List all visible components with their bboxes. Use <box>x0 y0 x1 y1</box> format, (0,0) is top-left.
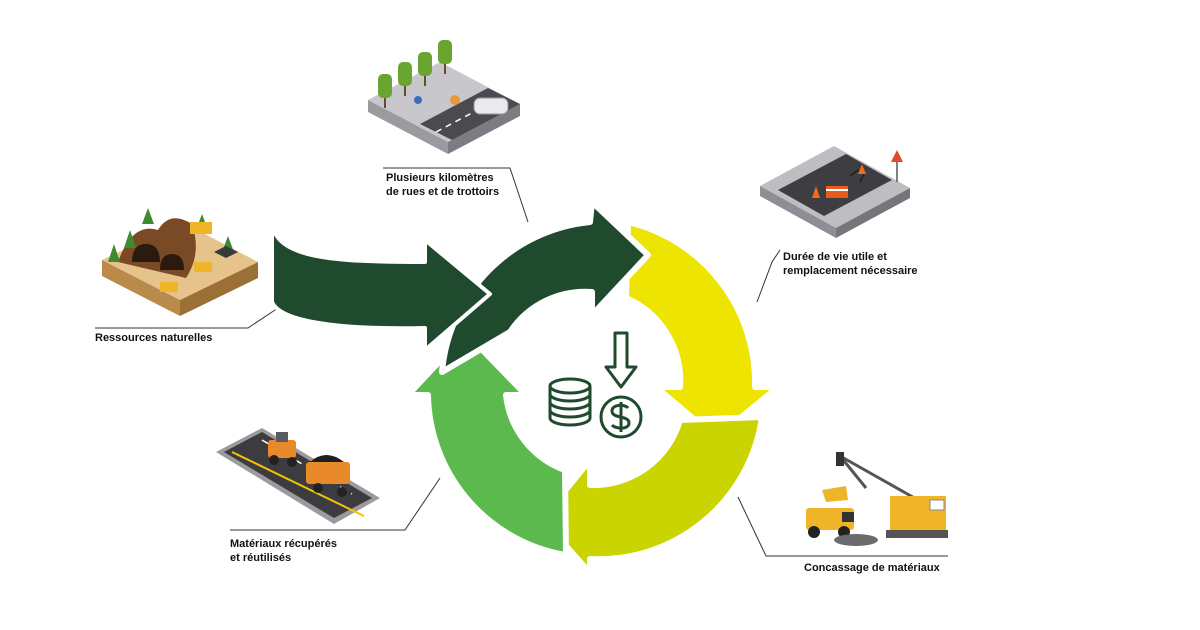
crushing-label: Concassage de matériaux <box>804 561 940 575</box>
recovered-materials-illustration <box>216 428 380 524</box>
streets-label: Plusieurs kilomètres de rues et de trott… <box>386 171 499 199</box>
crushing-illustration <box>806 452 948 546</box>
crushing-label-text: Concassage de matériaux <box>804 562 940 574</box>
dollar-coin-icon <box>599 395 643 439</box>
callout-line-streets <box>383 167 529 223</box>
natural-resources-illustration <box>102 208 258 316</box>
streets-illustration <box>368 40 520 154</box>
lifespan-label-line2: remplacement nécessaire <box>783 265 918 277</box>
recovered-label-line1: Matériaux récupérés <box>230 538 337 550</box>
streets-label-line2: de rues et de trottoirs <box>386 186 500 198</box>
callout-line-lifespan <box>756 249 781 303</box>
resources-label-text: Ressources naturelles <box>95 332 213 344</box>
streets-label-line1: Plusieurs kilomètres <box>386 172 494 184</box>
callout-line-crushing <box>737 496 948 557</box>
lifespan-label-line1: Durée de vie utile et <box>783 251 887 263</box>
cycle-arrow-yellow <box>623 219 781 441</box>
center-money-icons <box>548 331 643 439</box>
resources-label: Ressources naturelles <box>95 331 212 345</box>
recovered-label: Matériaux récupérés et réutilisés <box>230 537 337 565</box>
damaged-road-illustration <box>760 146 910 238</box>
recovered-label-line2: et réutilisés <box>230 552 292 564</box>
down-arrow-icon <box>604 331 638 389</box>
callout-lines <box>95 167 948 557</box>
callout-line-recovered <box>230 477 441 531</box>
cycle-arrow-light-green <box>405 330 569 558</box>
cycle-ring <box>405 199 781 576</box>
coin-stack-icon <box>548 377 592 427</box>
cycle-arrow-yellow-green <box>539 414 765 576</box>
lifespan-label: Durée de vie utile et remplacement néces… <box>783 250 918 278</box>
callout-line-resources <box>95 307 279 329</box>
resources-inflow-arrow <box>270 220 492 352</box>
